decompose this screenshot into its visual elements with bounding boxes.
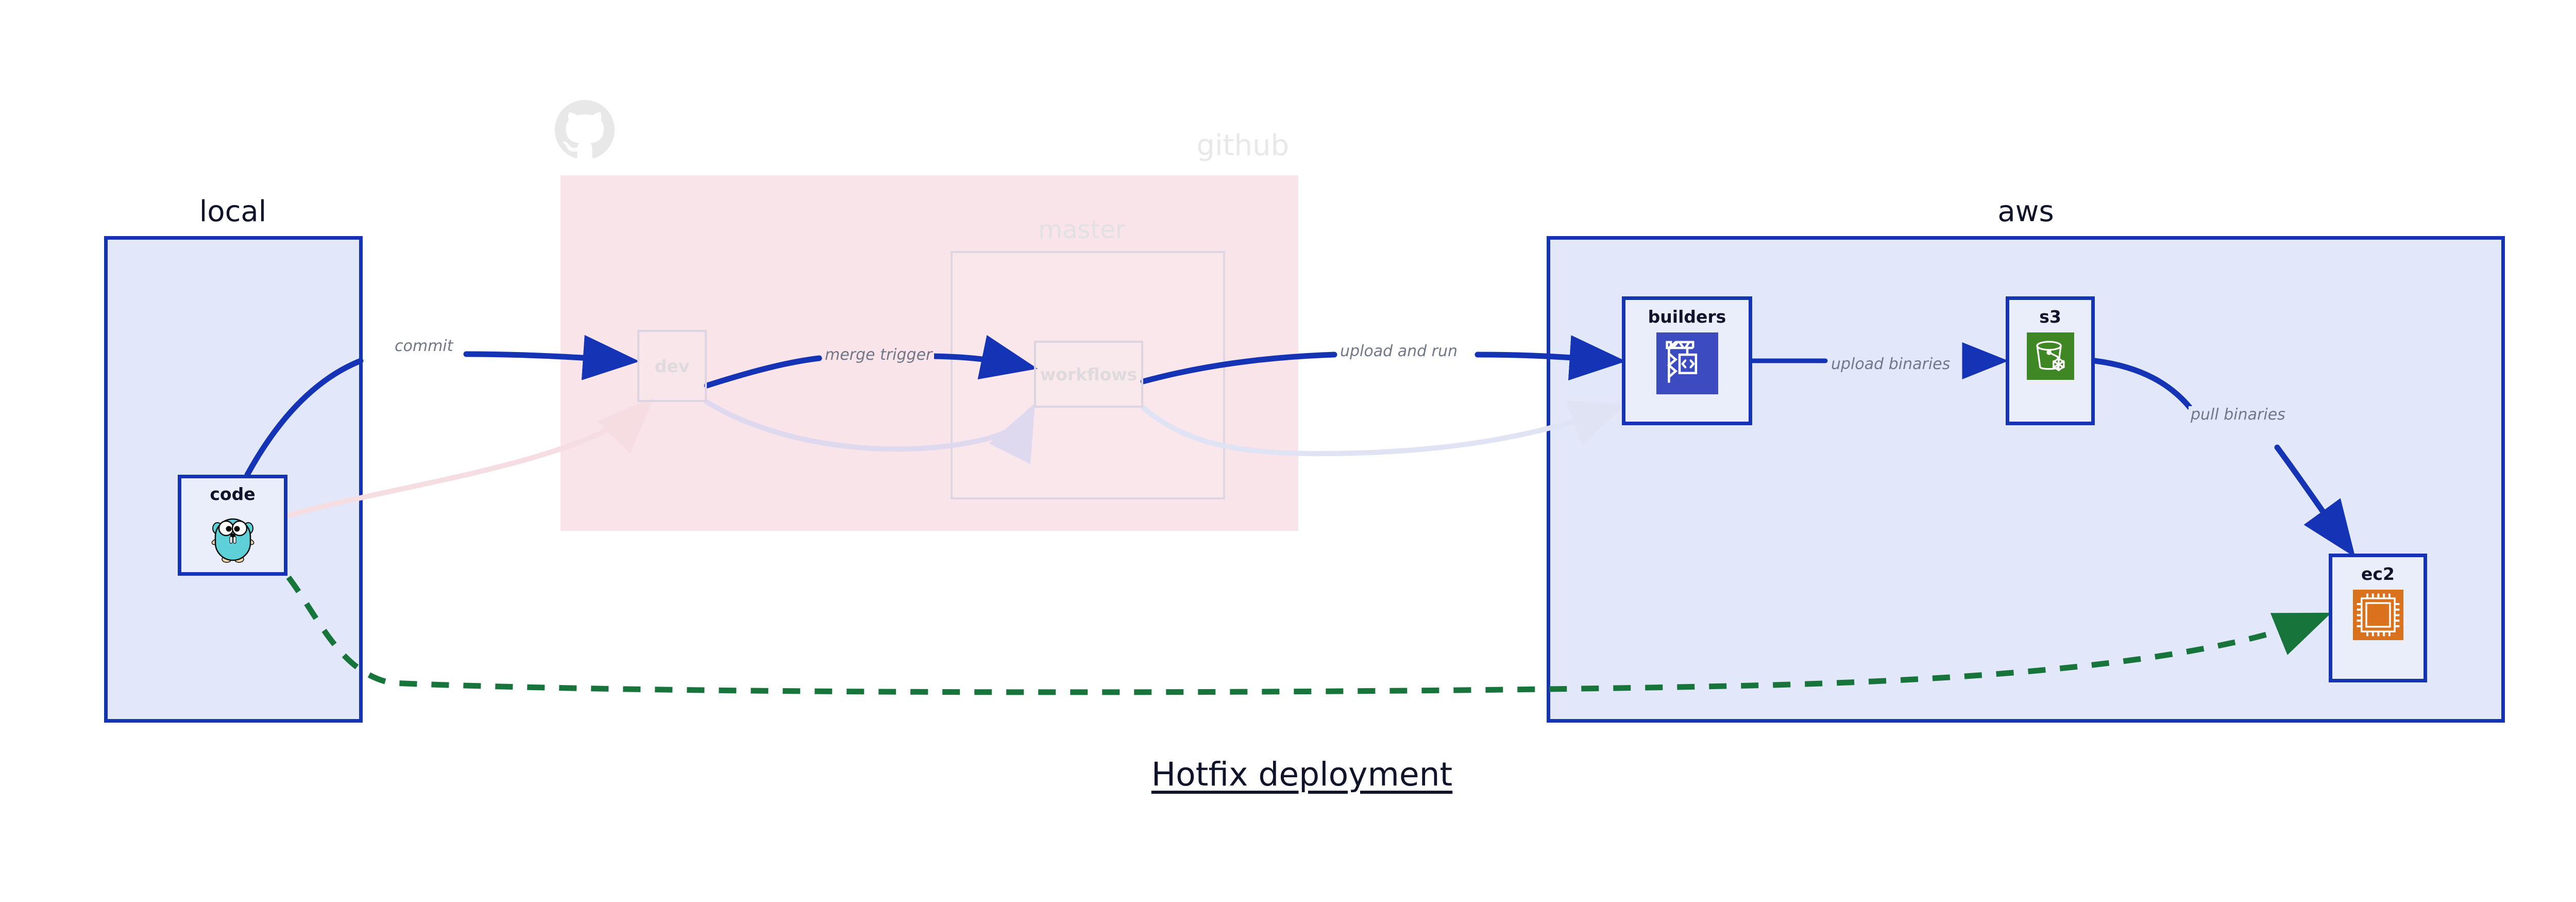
aws-codebuild-crane-icon [1656,332,1718,396]
edge-pull-binaries-tail [2274,444,2355,558]
node-workflows-label: workflows [1040,364,1138,385]
node-code-label: code [210,484,256,504]
edge-upload-and-run-tail [1475,335,1626,381]
node-ec2-label: ec2 [2361,564,2395,584]
diagram-title: Hotfix deployment [1151,756,1453,793]
edge-commit-tail [463,335,640,380]
aws-s3-glacier-bucket-icon [2026,332,2074,382]
faded-edge-workflows-builders [1141,400,1628,457]
aws-ec2-cpu-chip-icon [2352,590,2403,642]
faded-edge-dev-workflows [704,399,1035,464]
go-gopher-icon [209,510,257,565]
node-builders-label: builders [1648,307,1726,327]
node-workflows[interactable]: workflows [1034,341,1143,408]
edge-merge-trigger-tail [923,335,1038,380]
group-label-aws: aws [1997,195,2054,228]
group-label-github: github [1196,129,1289,162]
edge-upload-and-run [1140,352,1337,385]
edge-label-upload-and-run: upload and run [1340,342,1458,360]
faded-edge-code-dev [286,397,654,518]
github-octocat-icon [555,100,615,160]
edge-label-upload-binaries: upload binaries [1829,356,1953,373]
edge-label-commit: commit [395,337,453,355]
edge-label-pull-binaries: pull binaries [2189,406,2287,423]
node-s3-label: s3 [2039,307,2061,327]
edge-pull-binaries [2092,358,2193,410]
edge-hotfix-direct [286,575,2332,695]
node-ec2[interactable]: ec2 [2329,554,2427,682]
group-label-local: local [199,195,267,228]
node-dev[interactable]: dev [637,330,707,402]
edge-commit [244,358,364,478]
edge-label-merge-trigger: merge trigger [823,346,935,363]
node-s3[interactable]: s3 [2006,296,2095,425]
node-dev-label: dev [654,356,690,376]
node-builders[interactable]: builders [1622,296,1752,425]
group-label-master: master [1038,215,1126,244]
edge-merge-trigger [704,355,822,389]
node-code[interactable]: code [178,475,287,576]
